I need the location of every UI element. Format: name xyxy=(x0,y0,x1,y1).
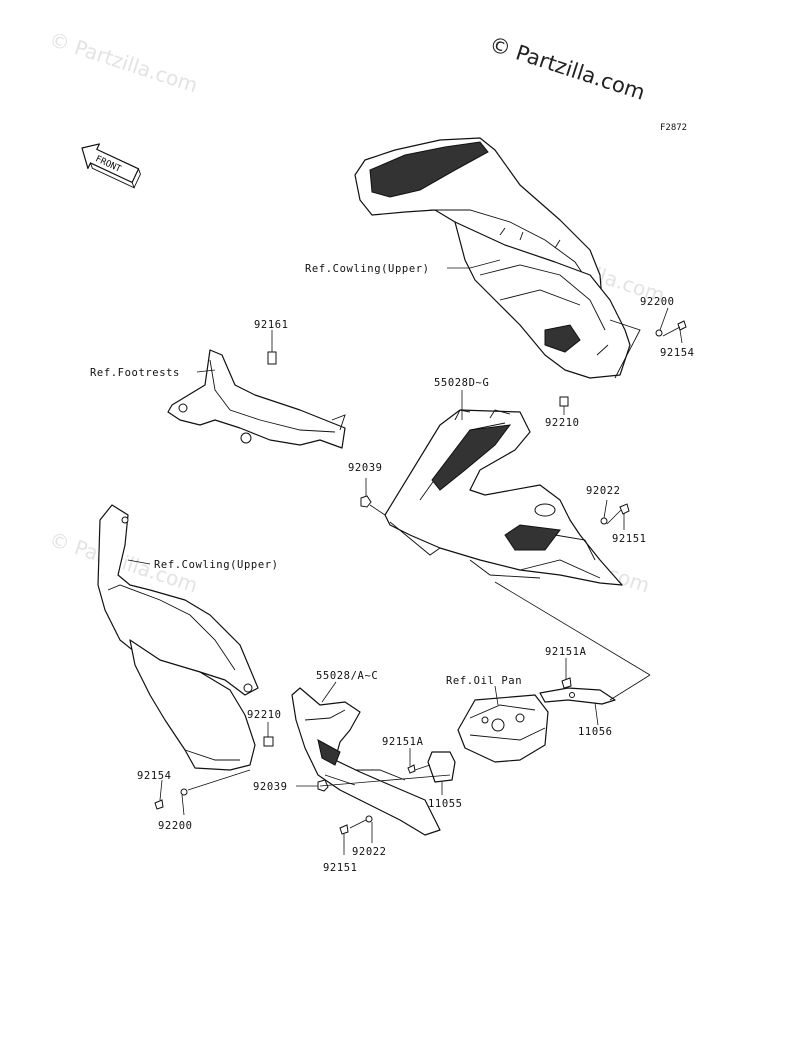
part-92210-right-label: 92210 xyxy=(545,417,580,429)
part-92022-right-label: 92022 xyxy=(586,485,621,497)
leader-lines xyxy=(127,259,683,855)
part-92154-left-label: 92154 xyxy=(137,770,172,782)
part-11055-label: 11055 xyxy=(428,798,463,810)
left-lower-cowl xyxy=(97,504,259,771)
part-11056-label: 11056 xyxy=(578,726,613,738)
collar-92210-left xyxy=(263,736,274,747)
hardware xyxy=(154,320,687,835)
part-92151a-top-label: 92151A xyxy=(545,646,587,658)
part-92161-label: 92161 xyxy=(254,319,289,331)
part-55028d-g-label: 55028D~G xyxy=(434,377,489,389)
bolt-92154-left xyxy=(154,799,164,810)
bolt-92151-left xyxy=(339,824,349,835)
part-92200-right-label: 92200 xyxy=(640,296,675,308)
bolt-92151-right xyxy=(619,503,630,515)
bolt-92154-right xyxy=(677,320,687,331)
part-92151-left-label: 92151 xyxy=(323,862,358,874)
washer-92200-left xyxy=(180,788,188,796)
bolt-92151a-top xyxy=(561,677,572,689)
oil-pan xyxy=(457,694,549,763)
part-92210-left-label: 92210 xyxy=(247,709,282,721)
brand-text: © Partzilla.com xyxy=(486,32,648,105)
part-labels: Ref.Cowling(Upper) Ref.Footrests 92161 9… xyxy=(90,263,695,874)
part-92039-upper-label: 92039 xyxy=(348,462,383,474)
bracket-11055 xyxy=(427,751,456,783)
footrest-bracket xyxy=(167,349,346,449)
part-92154-right-label: 92154 xyxy=(660,347,695,359)
part-55028a-c-label: 55028/A~C xyxy=(316,670,378,682)
ref-oil-pan-label: Ref.Oil Pan xyxy=(446,675,522,687)
upper-cowling xyxy=(354,137,641,379)
part-92151a-mid-label: 92151A xyxy=(382,736,424,748)
right-lower-cowl xyxy=(384,409,623,586)
ref-cowling-upper-top-label: Ref.Cowling(Upper) xyxy=(305,263,430,275)
bolt-92151a-mid xyxy=(407,764,416,774)
part-92151-right-label: 92151 xyxy=(612,533,647,545)
collar-92210-right xyxy=(559,396,569,407)
bracket-11056 xyxy=(539,687,616,705)
washer-92200-right xyxy=(655,329,663,337)
ref-cowling-upper-left-label: Ref.Cowling(Upper) xyxy=(154,559,279,571)
washer-92022-left xyxy=(365,815,373,823)
watermark-text: © Partzilla.com xyxy=(46,27,200,98)
front-arrow-icon: FRONT xyxy=(81,143,141,189)
washer-92022-right xyxy=(600,517,608,525)
figure-code: F2872 xyxy=(660,123,687,133)
part-92200-left-label: 92200 xyxy=(158,820,193,832)
grommet-92161 xyxy=(267,351,277,365)
ref-footrests-label: Ref.Footrests xyxy=(90,367,180,379)
nut-92039-upper xyxy=(360,495,372,508)
left-small-cowl xyxy=(291,687,441,836)
part-92022-left-label: 92022 xyxy=(352,846,387,858)
part-92039-lower-label: 92039 xyxy=(253,781,288,793)
